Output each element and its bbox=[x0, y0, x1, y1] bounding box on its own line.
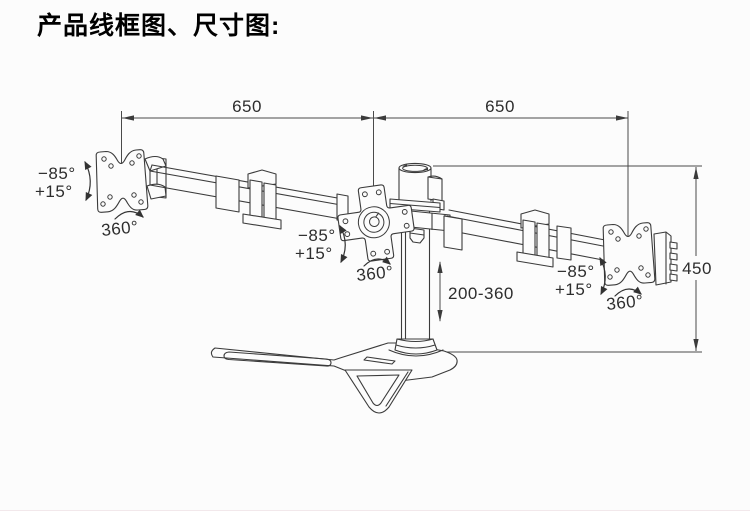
dim-overall-height: 450 bbox=[433, 165, 712, 353]
cylinder-side-knob bbox=[427, 176, 443, 202]
right-arm-ring-band bbox=[443, 215, 463, 251]
dim-pole-range-value: 200-360 bbox=[448, 284, 514, 303]
center-tilt-down-label: −85° bbox=[298, 226, 336, 245]
center-tilt-up-label: +15° bbox=[295, 244, 333, 263]
left-tilt-arc bbox=[84, 160, 93, 202]
base-arm-slot bbox=[223, 351, 332, 367]
center-swivel-arc bbox=[363, 256, 391, 267]
page-title: 产品线框图、尺寸图: bbox=[37, 12, 281, 40]
base-plate-slot bbox=[363, 356, 396, 365]
dim-left-arm-span: 650 bbox=[121, 97, 374, 198]
left-tilt-down-label: −85° bbox=[38, 164, 76, 183]
pole-collar bbox=[394, 338, 438, 355]
dim-right-arm-span: 650 bbox=[374, 97, 629, 242]
right-arm bbox=[443, 209, 606, 268]
left-arm-clamp-flange bbox=[242, 213, 282, 230]
right-arm-band bbox=[556, 225, 572, 261]
left-swivel-arc bbox=[114, 209, 144, 220]
left-arm bbox=[149, 164, 349, 230]
right-tilt-down-label: −85° bbox=[557, 262, 595, 281]
dim-pole-height-range: 200-360 bbox=[437, 261, 513, 322]
right-tilt-arc bbox=[599, 256, 608, 296]
center-ring-outer bbox=[357, 206, 390, 239]
left-vesa-plate bbox=[95, 149, 149, 213]
clamp-bolt bbox=[409, 227, 425, 244]
right-plate-bracket bbox=[653, 231, 678, 286]
center-tilt-arc bbox=[339, 224, 348, 264]
dim-right-span-value: 650 bbox=[485, 97, 515, 116]
left-plate-bracket bbox=[144, 155, 167, 200]
triangle-brace bbox=[344, 369, 413, 414]
angle-annotations: −85° +15° 360° −85° +15° 360° −85° +15° … bbox=[35, 160, 644, 314]
left-tilt-up-label: +15° bbox=[35, 182, 73, 201]
right-tilt-up-label: +15° bbox=[555, 280, 593, 299]
mount-left-angles: −85° +15° 360° bbox=[35, 160, 144, 240]
dim-height-value: 450 bbox=[682, 259, 712, 278]
left-arm-ring-band bbox=[215, 175, 240, 213]
mount-stand-drawing bbox=[95, 149, 678, 414]
base bbox=[210, 342, 458, 414]
right-swivel-label: 360° bbox=[605, 291, 644, 314]
center-swivel-label: 360° bbox=[355, 262, 394, 285]
dimension-annotations: 650 650 450 20 bbox=[121, 97, 712, 353]
right-vesa-plate bbox=[602, 222, 656, 286]
mount-center-angles: −85° +15° 360° bbox=[295, 224, 394, 285]
base-pole-hole bbox=[388, 349, 444, 357]
right-arm-clamp-flange bbox=[516, 251, 554, 268]
mount-right-angles: −85° +15° 360° bbox=[555, 256, 644, 314]
dim-left-span-value: 650 bbox=[232, 97, 262, 116]
left-swivel-label: 360° bbox=[100, 217, 139, 240]
right-swivel-arc bbox=[614, 286, 642, 297]
